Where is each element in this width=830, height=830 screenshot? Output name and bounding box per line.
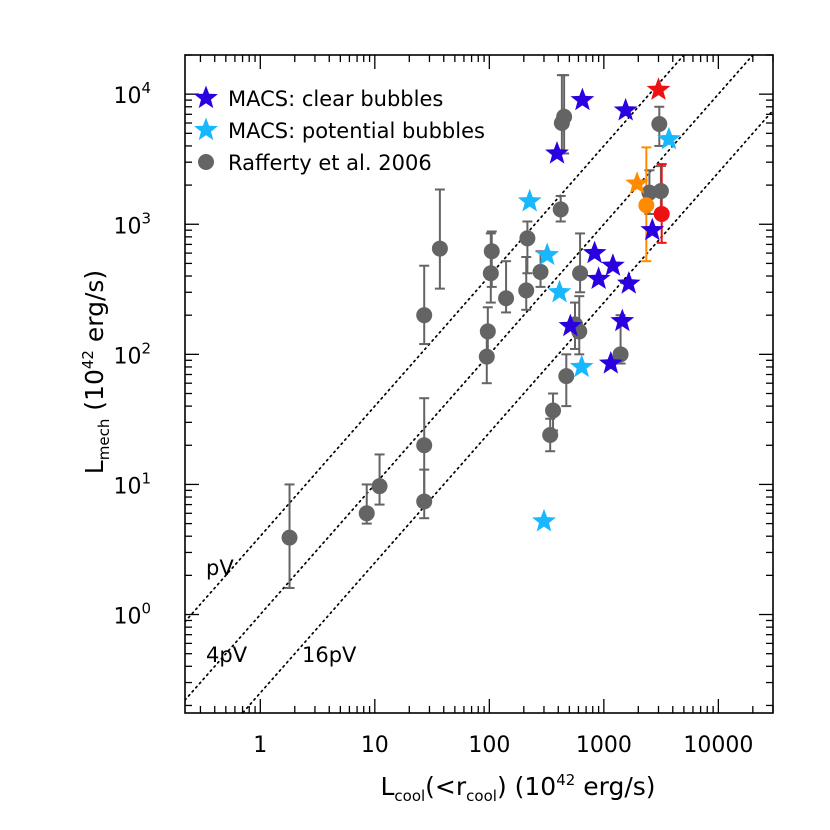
y-tick-label: 102 (113, 339, 151, 369)
data-point-star (610, 308, 635, 332)
data-point-star (558, 313, 583, 337)
data-point-star (625, 171, 649, 194)
data-point-circle (478, 348, 495, 365)
reference-line-labels: pV 4pV 16pV (206, 556, 357, 667)
data-point-circle (482, 265, 499, 282)
data-point-circle (498, 290, 515, 307)
data-point-circle (558, 368, 575, 385)
y-tick-label: 104 (113, 79, 151, 109)
data-point-star (640, 217, 665, 241)
data-point-star (657, 126, 681, 150)
data-point-circle (572, 265, 589, 282)
data-point-star (598, 351, 623, 374)
data-point-star (646, 77, 671, 100)
data-point-star (616, 271, 641, 294)
legend-label: Rafferty et al. 2006 (228, 151, 432, 175)
legend-marker (194, 117, 218, 141)
reference-line-pv (185, 55, 686, 623)
data-point-circle (545, 402, 562, 419)
data-point-circle (552, 201, 569, 218)
x-tick-label: 100 (468, 733, 510, 758)
data-point-circle (416, 307, 433, 324)
y-tick-label: 103 (113, 209, 151, 239)
data-point-star (569, 354, 594, 378)
data-point-circle (518, 282, 535, 299)
data-point-circle (651, 115, 668, 132)
reference-line-4pv (185, 55, 754, 701)
data-point-circle (532, 263, 549, 280)
data-point-circle (519, 230, 536, 247)
label-pv: pV (206, 556, 234, 580)
data-point-circle (638, 197, 655, 214)
data-point-star (586, 266, 611, 289)
data-point-circle (416, 437, 433, 454)
x-tick-label: 1 (253, 733, 267, 758)
data-point-star (582, 240, 607, 264)
data-points (281, 74, 681, 589)
y-tick-label: 101 (113, 469, 151, 499)
x-tick-label: 1000 (576, 733, 632, 758)
legend-label: MACS: potential bubbles (228, 119, 485, 143)
y-axis-title: Lmech (1042 erg/s) (79, 270, 113, 474)
x-tick-label: 10 (361, 733, 389, 758)
data-point-circle (371, 478, 388, 495)
legend-marker (198, 154, 214, 170)
data-point-star (532, 508, 556, 532)
axis-ticks: 1 10 100 1000 10000 100 101 102 103 104 (113, 54, 774, 758)
data-point-star (535, 242, 560, 266)
data-point-star (547, 279, 572, 303)
data-point-circle (281, 529, 298, 546)
data-point-star (613, 97, 638, 121)
reference-lines (185, 55, 773, 713)
data-point-circle (431, 240, 448, 257)
data-point-circle (542, 426, 559, 443)
data-point-circle (479, 323, 496, 340)
legend-label: MACS: clear bubbles (228, 87, 443, 111)
y-tick-label: 100 (113, 600, 151, 630)
data-point-star (601, 253, 625, 276)
label-4pv: 4pV (206, 643, 248, 667)
x-axis-title: Lcool(<rcool) (1042 erg/s) (380, 771, 655, 805)
reference-line-16pv (241, 109, 773, 713)
data-point-circle (556, 108, 573, 125)
data-point-star (545, 141, 569, 164)
label-16pv: 16pV (302, 643, 357, 667)
data-point-circle (416, 493, 433, 510)
data-point-star (517, 188, 542, 212)
data-point-circle (358, 505, 375, 522)
data-point-circle (652, 183, 669, 200)
x-tick-label: 10000 (683, 733, 753, 758)
data-point-circle (483, 243, 500, 260)
data-point-star (570, 87, 595, 111)
plot-frame (184, 54, 774, 714)
data-point-circle (653, 205, 670, 222)
data-point-circle (612, 346, 629, 363)
legend-marker (194, 85, 218, 109)
